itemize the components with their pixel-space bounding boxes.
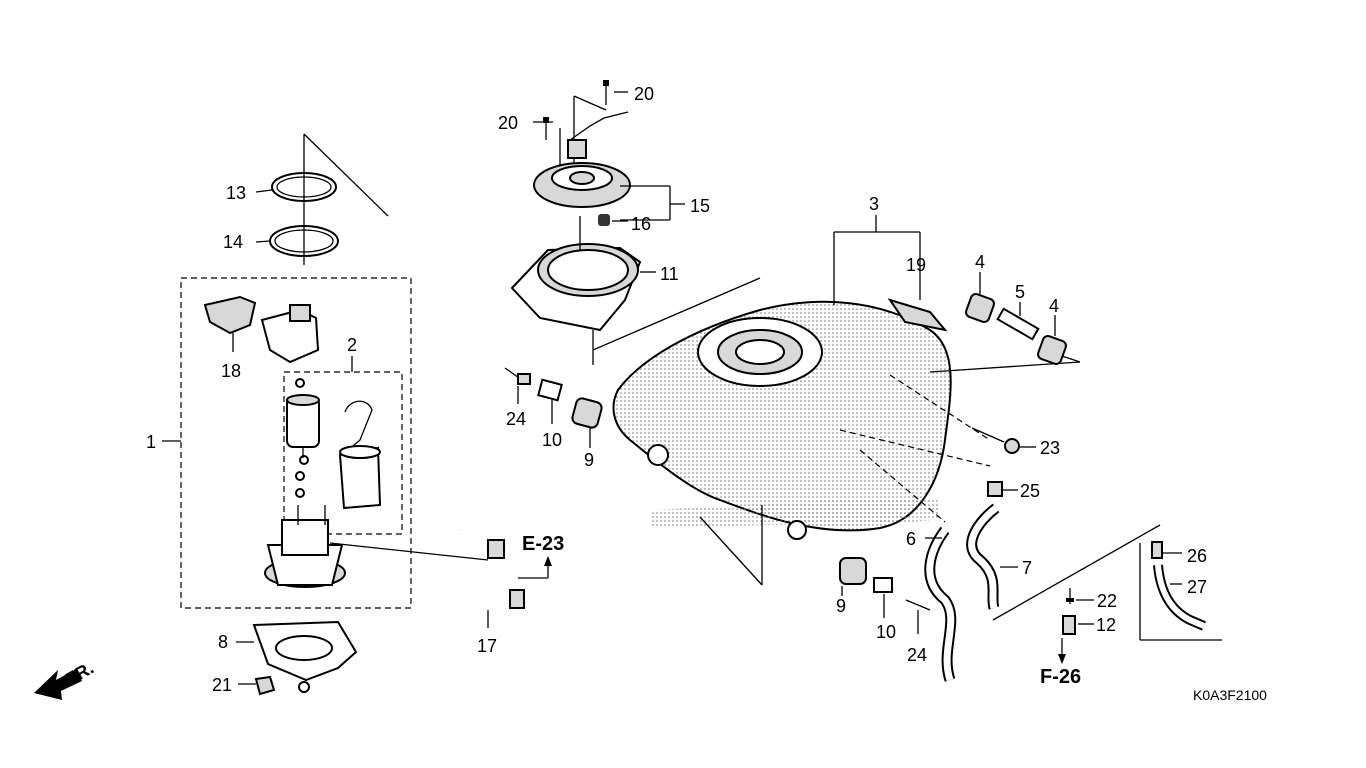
mount-rubber-4b [1037, 335, 1067, 365]
drain-bolt-group [992, 524, 1161, 664]
callout-labels: 1 2 3 4 4 5 6 7 8 9 9 10 10 11 12 13 14 … [62, 84, 1267, 703]
callout-21: 21 [212, 675, 232, 695]
reference-f26: F-26 [1040, 666, 1081, 688]
callout-9: 9 [584, 450, 594, 470]
callout-8: 8 [218, 632, 228, 652]
bolt-23 [971, 427, 1036, 454]
clip-25 [987, 481, 1003, 497]
front-direction-arrow [34, 669, 82, 700]
callout-18: 18 [221, 361, 241, 381]
callout-13: 13 [226, 183, 246, 203]
callout-23: 23 [1040, 438, 1060, 458]
callout-9: 9 [836, 596, 846, 616]
callout-20: 20 [498, 113, 518, 133]
callout-14: 14 [223, 232, 243, 252]
collar-5 [996, 307, 1040, 341]
callout-22: 22 [1097, 591, 1117, 611]
mount-rubber-4a [965, 293, 995, 323]
callout-10: 10 [876, 622, 896, 642]
callout-2: 2 [347, 335, 357, 355]
callout-4: 4 [1049, 296, 1059, 316]
callout-20: 20 [634, 84, 654, 104]
callout-11: 11 [660, 264, 679, 284]
callout-3: 3 [869, 194, 879, 214]
callout-27: 27 [1187, 577, 1207, 597]
insulator-19 [887, 298, 948, 332]
callout-17: 17 [477, 636, 497, 656]
connector-18 [203, 295, 257, 335]
fuel-tank-3 [592, 215, 1081, 586]
fuel-pump-assembly-group [34, 133, 412, 700]
drain-hoses [924, 503, 1018, 682]
callout-12: 12 [1096, 615, 1116, 635]
callout-24: 24 [506, 409, 526, 429]
callout-24: 24 [907, 645, 927, 665]
breather-hose-group [1139, 541, 1222, 641]
retainer-clip [344, 400, 373, 451]
nut-21 [254, 675, 276, 696]
rubber-mounts-group [965, 272, 1067, 365]
fuel-hose-17 [329, 528, 552, 628]
callout-1: 1 [146, 432, 156, 452]
fuel-cap-group [510, 80, 685, 332]
callout-6: 6 [906, 529, 916, 549]
front-mount-fasteners [504, 367, 603, 448]
callout-5: 5 [1015, 282, 1025, 302]
callout-10: 10 [542, 430, 562, 450]
callout-7: 7 [1022, 558, 1032, 578]
rear-mount-fasteners [839, 557, 931, 634]
callout-19: 19 [906, 255, 926, 275]
callout-26: 26 [1187, 546, 1207, 566]
drawing-code: K0A3F2100 [1193, 687, 1267, 703]
callout-16: 16 [631, 214, 651, 234]
pump-assembly-bracket [180, 277, 412, 609]
reference-e23: E-23 [522, 533, 564, 555]
callout-4: 4 [975, 252, 985, 272]
callout-25: 25 [1020, 481, 1040, 501]
callout-15: 15 [690, 196, 710, 216]
